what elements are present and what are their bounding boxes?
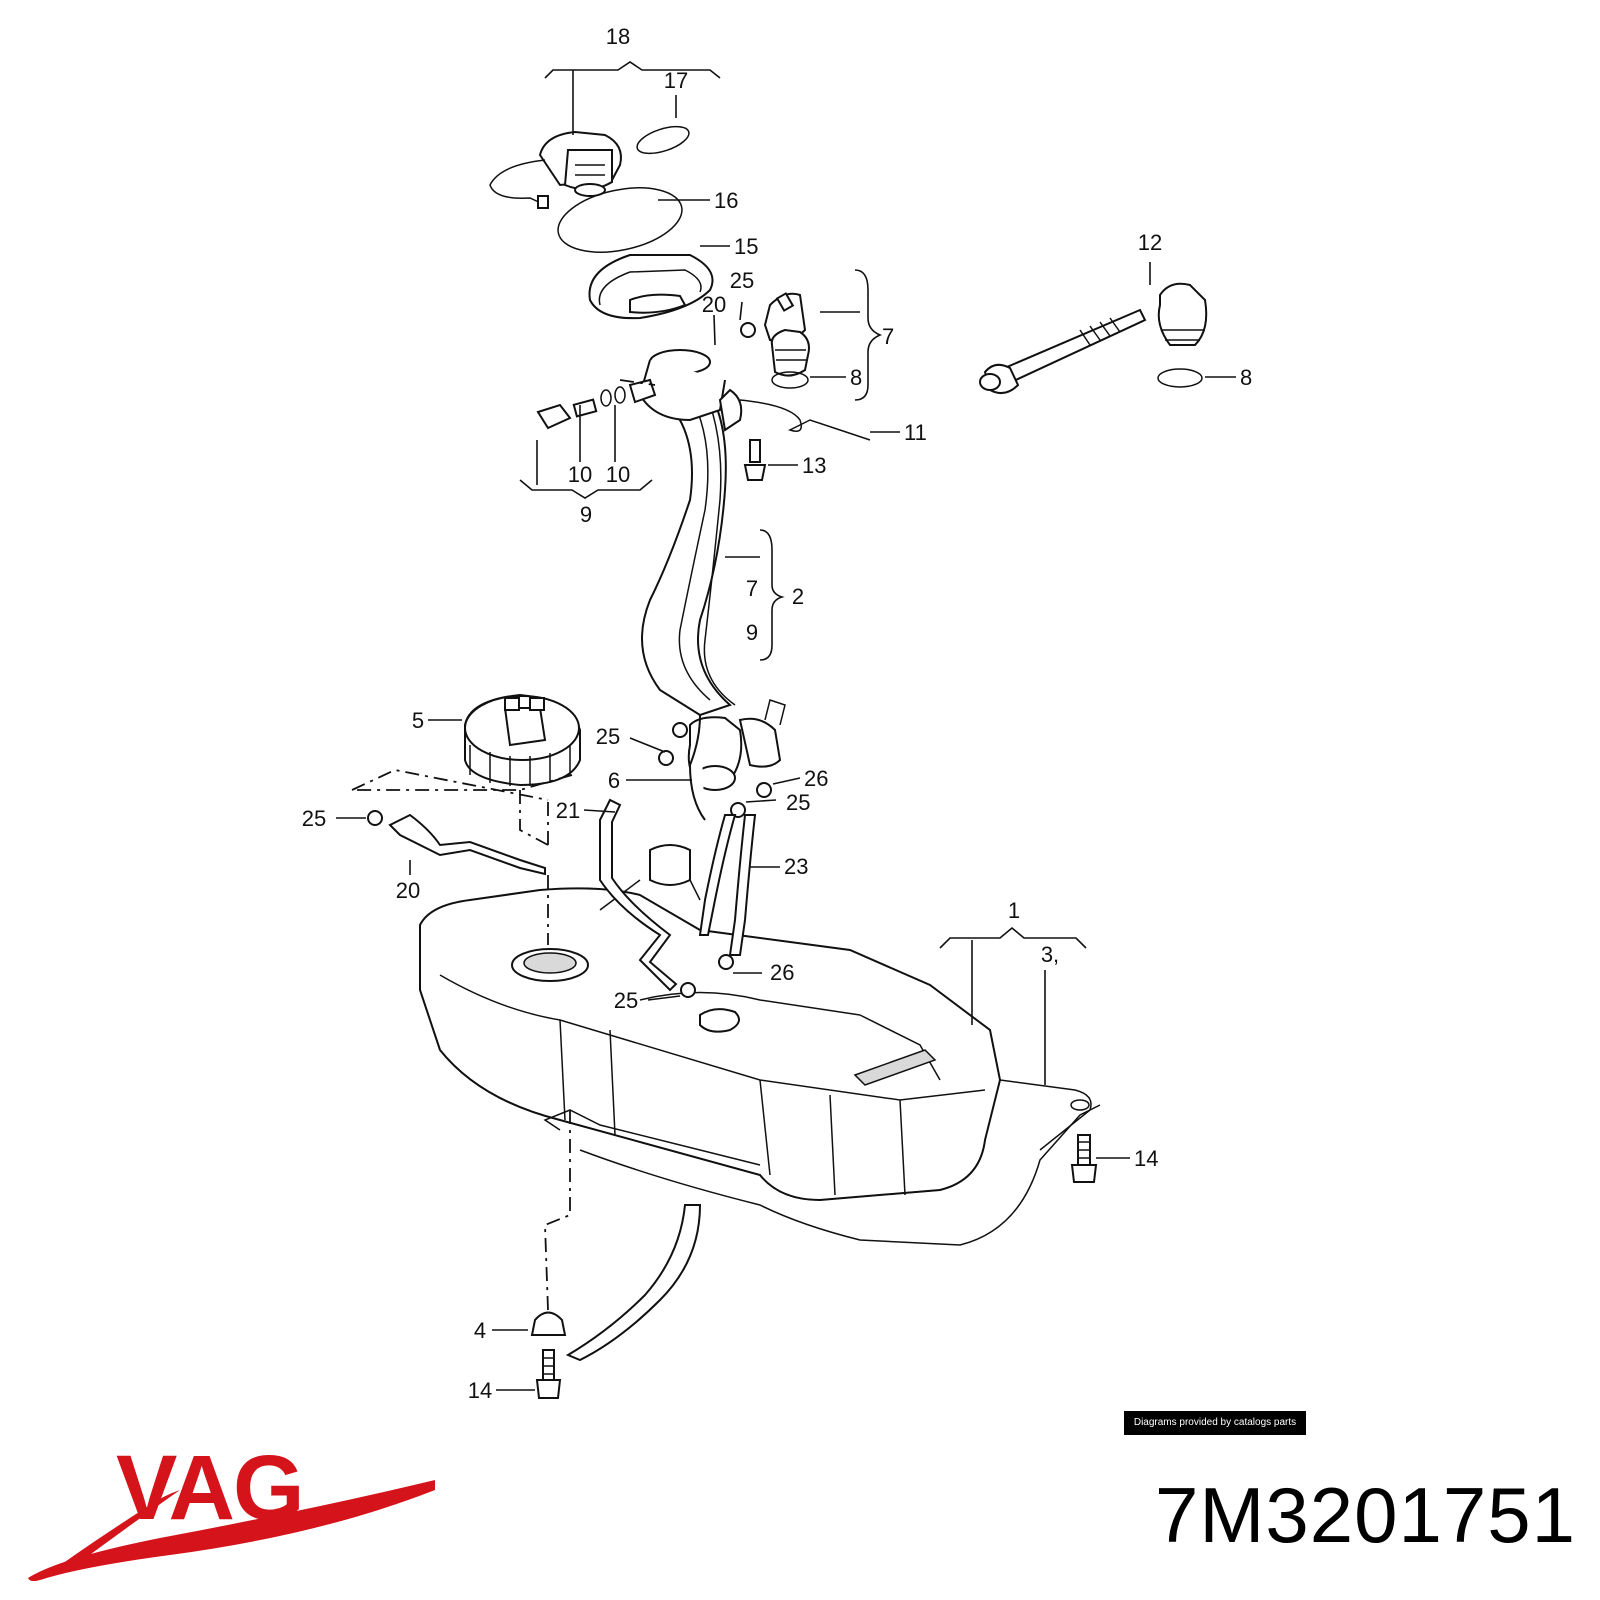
callout-2: 2 xyxy=(792,584,804,609)
filler-housing xyxy=(557,187,714,320)
callout-23: 23 xyxy=(784,854,808,879)
callout-21: 21 xyxy=(556,798,580,823)
callout-10-second: 10 xyxy=(606,462,630,487)
brand-logo: VAG xyxy=(116,1437,305,1539)
callout-20: 20 xyxy=(702,292,726,317)
callout-5: 5 xyxy=(412,708,424,733)
callout-10: 10 xyxy=(568,462,592,487)
callout-25: 25 xyxy=(730,268,754,293)
filler-neck xyxy=(599,349,786,911)
fuel-sender-unit xyxy=(464,693,581,787)
callout-25-bottom: 25 xyxy=(614,988,638,1013)
callout-15: 15 xyxy=(734,234,758,259)
callout-7-middle: 7 xyxy=(746,576,758,601)
callout-25-b: 25 xyxy=(596,724,620,749)
callout-4: 4 xyxy=(474,1318,486,1343)
leader-lines xyxy=(336,61,1236,1391)
callout-14-right: 14 xyxy=(1134,1146,1158,1171)
fuel-tank xyxy=(419,887,1101,1362)
assembly-lines xyxy=(351,379,656,1311)
callout-7: 7 xyxy=(882,324,894,349)
diagram-credit-badge: Diagrams provided by catalogs parts xyxy=(1124,1411,1306,1435)
callout-17: 17 xyxy=(664,68,688,93)
brand-swoosh-icon xyxy=(28,1480,435,1582)
callout-6: 6 xyxy=(608,768,620,793)
fuel-cap-assembly xyxy=(489,125,690,209)
breather-valve xyxy=(763,292,810,389)
callout-20-left: 20 xyxy=(396,878,420,903)
callout-1: 1 xyxy=(1008,898,1020,923)
callout-14-left: 14 xyxy=(468,1378,492,1403)
callout-3: 3, xyxy=(1041,942,1059,967)
callout-8: 8 xyxy=(850,365,862,390)
callout-labels: 18 17 16 15 25 20 7 8 12 8 11 13 10 10 9… xyxy=(302,24,1252,1403)
vent-hose-assembly xyxy=(979,282,1208,395)
hoses xyxy=(388,714,757,992)
callout-25-left: 25 xyxy=(302,806,326,831)
callout-13: 13 xyxy=(802,453,826,478)
bolts xyxy=(530,1134,1098,1399)
callout-9-middle: 9 xyxy=(746,620,758,645)
part-number: 7M3201751 xyxy=(1154,1471,1576,1559)
callout-25-c: 25 xyxy=(786,790,810,815)
callout-11: 11 xyxy=(904,420,927,445)
callout-12: 12 xyxy=(1138,230,1162,255)
callout-16: 16 xyxy=(714,188,738,213)
callout-8-right: 8 xyxy=(1240,365,1252,390)
callout-26: 26 xyxy=(804,766,828,791)
callout-18: 18 xyxy=(606,24,630,49)
fittings xyxy=(367,322,871,998)
callout-9: 9 xyxy=(580,502,592,527)
callout-26-bottom: 26 xyxy=(770,960,794,985)
